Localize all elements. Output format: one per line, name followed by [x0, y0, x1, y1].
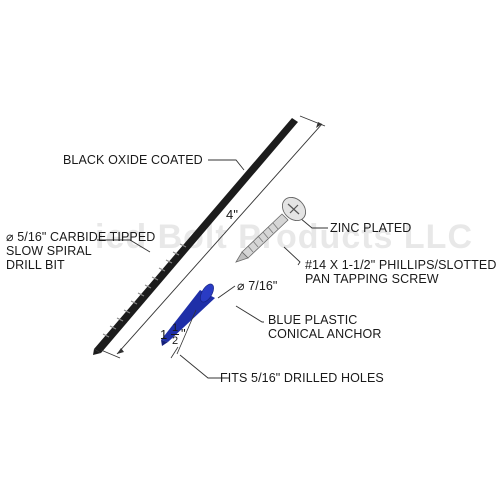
bit-length-value: 4": [226, 207, 239, 222]
drill-bit: [93, 118, 298, 355]
leader-lines: [97, 159, 328, 379]
anchor-length-dimension: [170, 309, 197, 359]
anchor-name-line2: CONICAL ANCHOR: [268, 327, 382, 341]
conical-anchor: [161, 283, 215, 346]
screw: [235, 196, 307, 263]
bit-spec-line3: DRILL BIT: [6, 258, 65, 272]
anchor-length-whole: 1: [160, 327, 168, 342]
bit-length-dimension: [100, 115, 326, 359]
drilled-holes-label: FITS 5/16" DRILLED HOLES: [220, 371, 384, 385]
screw-spec-line2: PAN TAPPING SCREW: [305, 272, 439, 286]
coating-label: BLACK OXIDE COATED: [63, 153, 203, 167]
bit-spec-line1: ⌀ 5/16" CARBIDE TIPPED: [6, 230, 156, 244]
anchor-length-inch: ": [181, 326, 186, 341]
anchor-name-line1: BLUE PLASTIC: [268, 313, 358, 327]
anchor-length-numerator: 1: [171, 322, 179, 335]
screw-spec-line1: #14 X 1-1/2" PHILLIPS/SLOTTED: [305, 258, 497, 272]
bit-spec-line2: SLOW SPIRAL: [6, 244, 92, 258]
anchor-length-denominator: 2: [171, 335, 179, 347]
anchor-length-value: 1 1 2 ": [160, 320, 200, 350]
zinc-label: ZINC PLATED: [330, 221, 412, 235]
anchor-diameter-label: ⌀ 7/16": [237, 279, 278, 293]
